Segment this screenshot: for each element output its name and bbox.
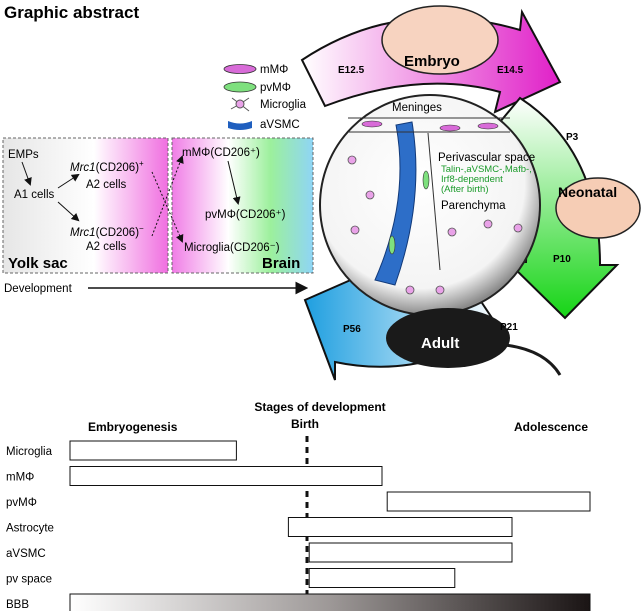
green-note-1: Talin-,aVSMC-,Mafb-, — [441, 164, 532, 175]
yolk-sac-box — [2, 137, 169, 274]
brain-pvmac-label: pvMΦ(CD206⁺) — [205, 209, 286, 221]
legend-mmac: mMΦ — [260, 64, 288, 76]
timeline: Stages of development Embryogenesis Birt… — [6, 400, 591, 611]
timeline-bar-astrocyte — [287, 517, 513, 537]
row-label-bbb: BBB — [6, 599, 29, 611]
p56-label: P56 — [343, 324, 361, 335]
stage-adolescence: Adolescence — [514, 420, 588, 434]
brain-label: Brain — [262, 255, 300, 272]
adult-mouse-figure — [386, 308, 510, 368]
p10-label: P10 — [553, 254, 571, 265]
e125-label: E12.5 — [338, 65, 365, 76]
timeline-bar-avsmc — [308, 542, 513, 563]
legend-pvmac: pvMΦ — [260, 82, 291, 94]
brain-mmac-label: mMΦ(CD206⁺) — [182, 147, 260, 159]
green-note-2: Irf8-dependent — [441, 174, 503, 185]
pvmac-icon — [223, 81, 257, 93]
perivascular-space-label: Perivascular space — [438, 152, 535, 164]
embryo-figure — [381, 5, 499, 75]
neonatal-figure — [555, 177, 641, 239]
microglia-icon — [230, 97, 250, 112]
embryo-label: Embryo — [404, 53, 460, 70]
a2-cells-label-2: A2 cells — [86, 241, 127, 253]
legend-microglia: Microglia — [260, 99, 307, 111]
row-label-mm: mMΦ — [6, 472, 34, 484]
development-label: Development — [4, 283, 73, 295]
avsmc-icon — [228, 121, 252, 130]
meninges-label: Meninges — [392, 102, 442, 114]
mrc1-positive-label: Mrc1(CD206)+ — [70, 159, 144, 174]
row-label-pvm: pvMΦ — [6, 497, 37, 509]
parenchyma-label: Parenchyma — [441, 200, 506, 212]
legend-avsmc: aVSMC — [260, 119, 300, 131]
stage-birth: Birth — [291, 417, 319, 431]
brain-microglia-label: Microglia(CD206⁻) — [184, 242, 280, 254]
row-label-microglia: Microglia — [6, 446, 53, 458]
perivascular-macrophages — [388, 170, 430, 255]
cell-legend: mMΦ pvMΦ Microglia aVSMC — [223, 64, 307, 131]
page-title: Graphic abstract — [4, 3, 139, 22]
adult-label: Adult — [421, 335, 459, 352]
stage-embryogenesis: Embryogenesis — [88, 420, 178, 434]
yolk-sac-label: Yolk sac — [8, 255, 68, 272]
timeline-rows: Microglia mMΦ pvMΦ Astrocyte aVSMC pv spaceBB… — [6, 440, 591, 611]
timeline-bar-pvm — [386, 491, 591, 512]
mrc1-negative-label: Mrc1(CD206)− — [70, 224, 144, 239]
timeline-bar-pv-space — [308, 568, 456, 588]
brain-section-circle — [319, 94, 541, 316]
lineage-panel: EMPs A1 cells Mrc1(CD206)+ A2 cells Mrc1… — [2, 137, 314, 295]
meningeal-macrophages — [361, 120, 499, 132]
timeline-bar-bbb — [69, 593, 591, 611]
brain-box — [171, 137, 314, 274]
row-label-pv-space: pv space — [6, 574, 52, 586]
microglia-cells — [347, 155, 523, 295]
row-label-avsmc: aVSMC — [6, 548, 46, 560]
row-label-astrocyte: Astrocyte — [6, 523, 54, 535]
timeline-bar-microglia — [69, 440, 237, 461]
blood-vessel — [374, 121, 417, 286]
p3-label: P3 — [566, 132, 579, 143]
neonatal-label: Neonatal — [558, 184, 617, 200]
e145-label: E14.5 — [497, 65, 524, 76]
a1-cells-label: A1 cells — [14, 189, 55, 201]
timeline-title: Stages of development — [254, 400, 385, 414]
green-note-3: (After birth) — [441, 184, 489, 195]
life-cycle-wheel: Meninges Perivascular space Talin-,aVSMC… — [300, 5, 641, 381]
timeline-bar-mm — [69, 466, 383, 486]
p21-label: P21 — [500, 322, 518, 333]
emps-label: EMPs — [8, 149, 39, 161]
a2-cells-label-1: A2 cells — [86, 179, 127, 191]
mmac-icon — [223, 64, 257, 74]
